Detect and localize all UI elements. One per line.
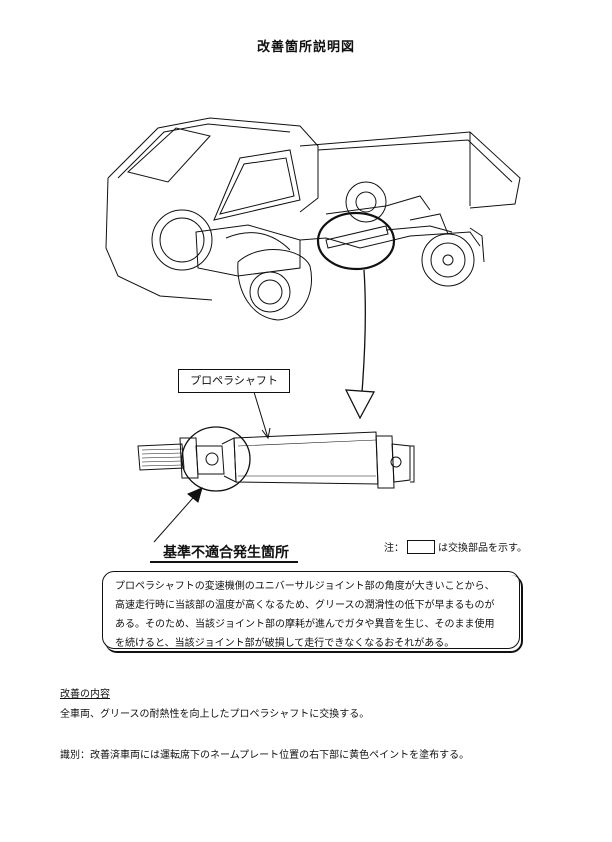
defect-description-box: プロペラシャフトの変速機側のユニバーサルジョイント部の角度が大きいことから、 高… (102, 571, 520, 649)
description-line: プロペラシャフトの変速機側のユニバーサルジョイント部の角度が大きいことから、 (115, 581, 495, 592)
description-line: ある。そのため、当該ジョイント部の摩耗が進んでガタや異音を生じ、そのまま使用 (115, 619, 495, 630)
highlight-ellipse (316, 211, 396, 271)
label-leader-line (253, 391, 269, 439)
note-suffix: は交換部品を示す。 (438, 543, 527, 554)
truck-drawing (105, 117, 521, 321)
note-prefix: 注： (384, 543, 404, 554)
defect-ellipse (181, 426, 251, 492)
description-line: 高速走行時に当該部の温度が高くなるため、グリースの潤滑性の低下が早まるものが (115, 600, 495, 611)
part-label-box: プロペラシャフト (178, 369, 290, 393)
replacement-part-swatch (407, 540, 435, 554)
down-arrow (361, 269, 366, 393)
description-box-shadow (105, 575, 523, 653)
replacement-note: 注： は交換部品を示す。 (384, 539, 527, 554)
page-title: 改善箇所説明図 (256, 40, 355, 55)
identification-text: 識別：改善済車両には運転席下のネームプレート位置の右下部に黄色ペイントを塗布する… (60, 750, 470, 761)
defect-location-label: 基準不適合発生箇所 (163, 545, 289, 561)
propeller-shaft-drawing (137, 431, 415, 489)
defect-label-underline (150, 561, 298, 563)
improvement-text: 全車両、グリースの耐熱性を向上したプロペラシャフトに交換する。 (60, 709, 370, 720)
defect-arrow (153, 489, 201, 543)
improvement-heading: 改善の内容 (60, 689, 110, 700)
description-line: を続けると、当該ジョイント部が破損して走行できなくなるおそれがある。 (115, 638, 455, 649)
